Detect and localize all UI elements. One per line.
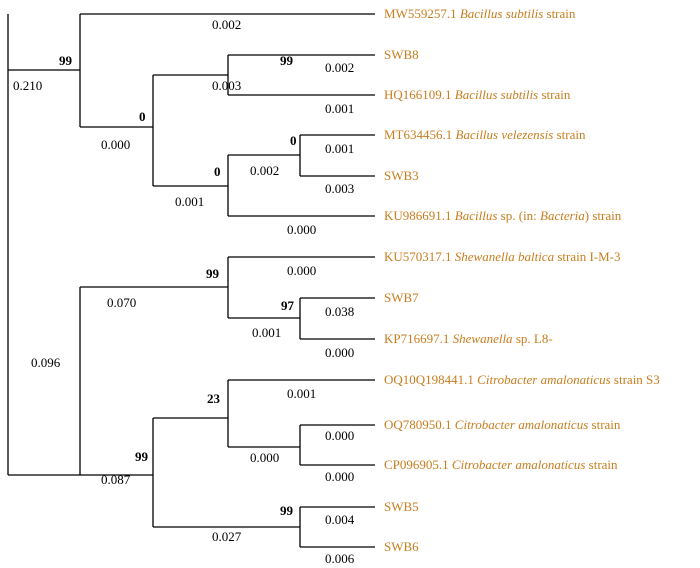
leaf-label: SWB6 xyxy=(384,539,419,554)
branch-length-label: 0.000 xyxy=(287,222,316,237)
leaf-species: Bacillus subtilis xyxy=(457,6,544,21)
leaf-label: SWB5 xyxy=(384,499,419,514)
leaf-species: Bacillus xyxy=(452,208,498,223)
branch-length-label: 0.003 xyxy=(325,181,354,196)
leaf-species: Citrobacter amalonaticus xyxy=(474,372,611,387)
leaf-label: MT634456.1 Bacillus velezensis strain xyxy=(384,127,586,142)
branch-length-label: 0.027 xyxy=(212,529,242,544)
leaf-accession: SWB6 xyxy=(384,539,419,554)
leaf-label: SWB7 xyxy=(384,290,419,305)
branch-length-label: 0.000 xyxy=(325,345,354,360)
leaf-accession: KP716697.1 xyxy=(384,331,449,346)
leaf-label: HQ166109.1 Bacillus subtilis strain xyxy=(384,87,571,102)
bootstrap-value: 99 xyxy=(59,53,73,68)
bootstrap-value: 0 xyxy=(139,109,146,124)
branch-length-label: 0.003 xyxy=(212,78,241,93)
leaf-suffix: strain xyxy=(585,457,618,472)
leaf-suffix: strain xyxy=(588,417,621,432)
bootstrap-value: 0 xyxy=(290,133,297,148)
leaf-suffix: strain I-M-3 xyxy=(554,249,620,264)
leaf-species: Citrobacter amalonaticus xyxy=(449,457,586,472)
leaf-label: KU986691.1 Bacillus sp. (in: Bacteria) s… xyxy=(384,208,622,223)
leaf-suffix: sp. L8- xyxy=(513,331,553,346)
leaf-suffix-italic: Bacteria xyxy=(540,208,585,223)
leaf-accession: SWB7 xyxy=(384,290,419,305)
leaf-suffix: sp. (in: xyxy=(497,208,540,223)
branch-length-label: 0.000 xyxy=(287,263,316,278)
leaf-accession: CP096905.1 xyxy=(384,457,449,472)
leaf-accession: MW559257.1 xyxy=(384,6,457,21)
leaf-accession: MT634456.1 xyxy=(384,127,452,142)
branch-length-label: 0.001 xyxy=(325,101,354,116)
leaf-species: Bacillus velezensis xyxy=(452,127,553,142)
leaf-label: MW559257.1 Bacillus subtilis strain xyxy=(384,6,576,21)
bootstrap-value: 99 xyxy=(280,53,294,68)
leaf-label: KU570317.1 Shewanella baltica strain I-M… xyxy=(384,249,621,264)
leaf-accession: SWB8 xyxy=(384,47,419,62)
branch-length-label: 0.038 xyxy=(325,304,354,319)
branch-length-label: 0.001 xyxy=(287,386,316,401)
bootstrap-value: 23 xyxy=(207,391,221,406)
leaf-suffix: ) strain xyxy=(585,208,622,223)
branch-length-label: 0.000 xyxy=(101,137,130,152)
branch-length-label: 0.001 xyxy=(252,325,281,340)
leaf-suffix: strain S3 xyxy=(611,372,660,387)
leaf-suffix: strain xyxy=(543,6,576,21)
branch-length-label: 0.002 xyxy=(212,17,241,32)
branch-length-label: 0.004 xyxy=(325,512,355,527)
bootstrap-value: 97 xyxy=(281,298,295,313)
branch-length-label: 0.000 xyxy=(250,450,279,465)
leaf-accession: SWB5 xyxy=(384,499,419,514)
branch-length-label: 0.001 xyxy=(325,141,354,156)
leaf-accession: KU986691.1 xyxy=(384,208,452,223)
bootstrap-value: 0 xyxy=(214,164,221,179)
leaf-accession: KU570317.1 xyxy=(384,249,452,264)
bootstrap-value: 99 xyxy=(206,266,220,281)
branch-length-label: 0.070 xyxy=(107,295,136,310)
leaf-species: Shewanella xyxy=(449,331,513,346)
leaf-label: CP096905.1 Citrobacter amalonaticus stra… xyxy=(384,457,618,472)
leaf-accession: SWB3 xyxy=(384,168,419,183)
leaf-label: SWB8 xyxy=(384,47,419,62)
leaf-label: OQ10Q198441.1 Citrobacter amalonaticus s… xyxy=(384,372,660,387)
leaf-accession: HQ166109.1 xyxy=(384,87,452,102)
bootstrap-value: 99 xyxy=(135,449,149,464)
branch-length-label: 0.096 xyxy=(31,355,61,370)
branch-length-label: 0.002 xyxy=(250,163,279,178)
branch-length-label: 0.002 xyxy=(325,60,354,75)
leaf-label: OQ780950.1 Citrobacter amalonaticus stra… xyxy=(384,417,621,432)
leaf-label: SWB3 xyxy=(384,168,419,183)
leaf-accession: OQ10Q198441.1 xyxy=(384,372,474,387)
branch-length-label: 0.000 xyxy=(325,469,354,484)
branch-length-label: 0.210 xyxy=(13,78,42,93)
leaf-accession: OQ780950.1 xyxy=(384,417,452,432)
leaf-suffix: strain xyxy=(553,127,586,142)
bootstrap-value: 99 xyxy=(280,503,294,518)
branch-length-label: 0.001 xyxy=(175,194,204,209)
leaf-species: Shewanella baltica xyxy=(452,249,555,264)
leaf-species: Citrobacter amalonaticus xyxy=(452,417,589,432)
leaf-label: KP716697.1 Shewanella sp. L8- xyxy=(384,331,553,346)
branch-length-label: 0.087 xyxy=(101,472,131,487)
branch-length-label: 0.006 xyxy=(325,551,355,566)
leaf-suffix: strain xyxy=(538,87,571,102)
branch-length-label: 0.000 xyxy=(325,428,354,443)
leaf-species: Bacillus subtilis xyxy=(452,87,539,102)
